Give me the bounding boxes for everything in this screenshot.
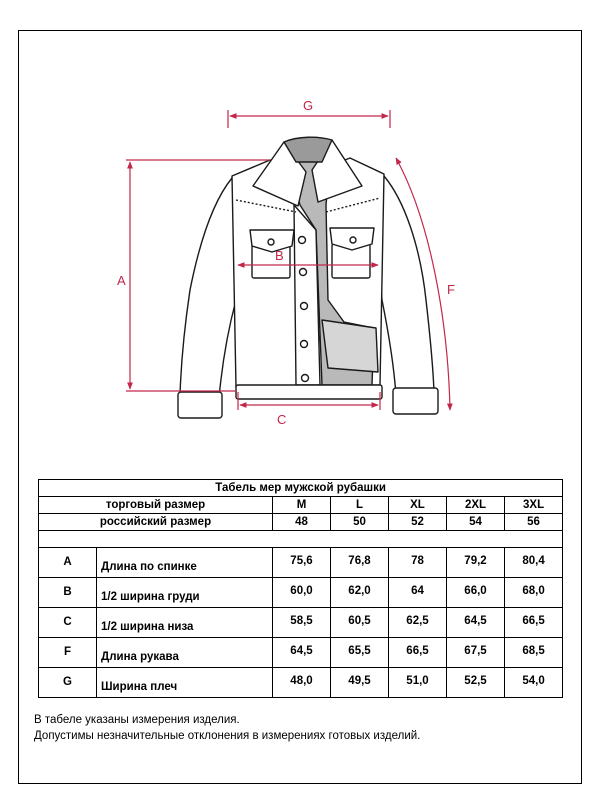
measure-value: 60,0 (272, 577, 331, 608)
table-row: F Длина рукава 64,5 65,5 66,5 67,5 68,5 (38, 637, 564, 668)
measure-name: Длина рукава (96, 637, 273, 668)
measure-value: 75,6 (272, 547, 331, 578)
left-cuff (177, 391, 223, 419)
note-line: В табеле указаны измерения изделия. (34, 714, 240, 726)
russian-size-cell: 48 (272, 513, 331, 531)
button (297, 235, 307, 245)
left-sleeve (179, 177, 241, 399)
measure-value: 66,5 (388, 637, 447, 668)
button (300, 373, 310, 383)
measure-value: 65,5 (330, 637, 389, 668)
measure-value: 48,0 (272, 667, 331, 698)
table-row: B 1/2 ширина груди 60,0 62,0 64 66,0 68,… (38, 577, 564, 608)
trade-size-label: торговый размер (38, 496, 273, 514)
measure-value: 64,5 (446, 607, 505, 638)
page-frame (18, 30, 582, 784)
measure-value: 52,5 (446, 667, 505, 698)
measure-value: 60,5 (330, 607, 389, 638)
dimension-label-a: A (117, 273, 126, 288)
measure-value: 66,0 (446, 577, 505, 608)
measure-name: Длина по спинке (96, 547, 273, 578)
russian-size-row: российский размер 48 50 52 54 56 (38, 513, 564, 531)
button (299, 301, 309, 311)
right-yoke-seam (325, 197, 381, 213)
measure-code: C (38, 607, 97, 638)
table-title-row: Табель мер мужской рубашки (37, 479, 564, 497)
trade-size-cell: XL (388, 496, 447, 514)
measure-code: G (38, 667, 97, 698)
notes-block: В табеле указаны измерения изделия. Допу… (34, 712, 420, 744)
dimension-line-f (395, 157, 453, 411)
trade-size-cell: M (272, 496, 331, 514)
table-title: Табель мер мужской рубашки (37, 479, 564, 497)
trade-size-row: торговый размер M L XL 2XL 3XL (38, 496, 564, 514)
measure-value: 79,2 (446, 547, 505, 578)
measure-code: A (38, 547, 97, 578)
placket (293, 204, 321, 386)
table-row: G Ширина плеч 48,0 49,5 51,0 52,5 54,0 (38, 667, 564, 698)
button (349, 236, 357, 244)
inner-facing (321, 319, 379, 373)
trade-size-cell: 2XL (446, 496, 505, 514)
measure-value: 76,8 (330, 547, 389, 578)
trade-size-cell: L (330, 496, 389, 514)
russian-size-label: российский размер (38, 513, 273, 531)
measurement-lines (126, 110, 453, 411)
right-sleeve (377, 175, 435, 397)
size-chart-table: Табель мер мужской рубашки торговый разм… (37, 479, 564, 698)
right-cuff (392, 387, 439, 415)
table-row: C 1/2 ширина низа 58,5 60,5 62,5 64,5 66… (38, 607, 564, 638)
russian-size-cell: 52 (388, 513, 447, 531)
measure-value: 80,4 (503, 547, 564, 578)
measure-value: 51,0 (388, 667, 447, 698)
button (267, 238, 275, 246)
note-line: Допустимы незначительные отклонения в из… (34, 730, 421, 742)
measure-value: 54,0 (503, 667, 564, 698)
measure-code: B (38, 577, 97, 608)
trade-size-cell: 3XL (503, 496, 564, 514)
measure-code: F (38, 637, 97, 668)
measure-value: 49,5 (330, 667, 389, 698)
measure-name: 1/2 ширина груди (96, 577, 273, 608)
table-row: A Длина по спинке 75,6 76,8 78 79,2 80,4 (38, 547, 564, 578)
measure-value: 62,5 (388, 607, 447, 638)
dimension-label-f: F (447, 282, 455, 297)
spacer-cell (37, 530, 564, 548)
measure-value: 64,5 (272, 637, 331, 668)
measure-value: 78 (388, 547, 447, 578)
collar-back (283, 136, 333, 163)
dimension-label-g: G (303, 98, 313, 113)
measure-name: Ширина плеч (96, 667, 273, 698)
dimension-label-c: C (277, 412, 286, 427)
measure-name: 1/2 ширина низа (96, 607, 273, 638)
jacket-illustration (177, 136, 439, 419)
russian-size-cell: 50 (330, 513, 389, 531)
measure-value: 64 (388, 577, 447, 608)
dimension-label-b: B (275, 248, 284, 263)
measure-value: 58,5 (272, 607, 331, 638)
button (299, 339, 309, 349)
measure-value: 68,5 (503, 637, 564, 668)
waistband (235, 384, 383, 400)
russian-size-cell: 54 (446, 513, 505, 531)
spacer-row (37, 530, 564, 548)
jacket-diagram: G A B F C (117, 98, 455, 427)
measure-value: 62,0 (330, 577, 389, 608)
measure-value: 67,5 (446, 637, 505, 668)
button (298, 267, 308, 277)
russian-size-cell: 56 (503, 513, 564, 531)
measure-value: 68,0 (503, 577, 564, 608)
measure-value: 66,5 (503, 607, 564, 638)
